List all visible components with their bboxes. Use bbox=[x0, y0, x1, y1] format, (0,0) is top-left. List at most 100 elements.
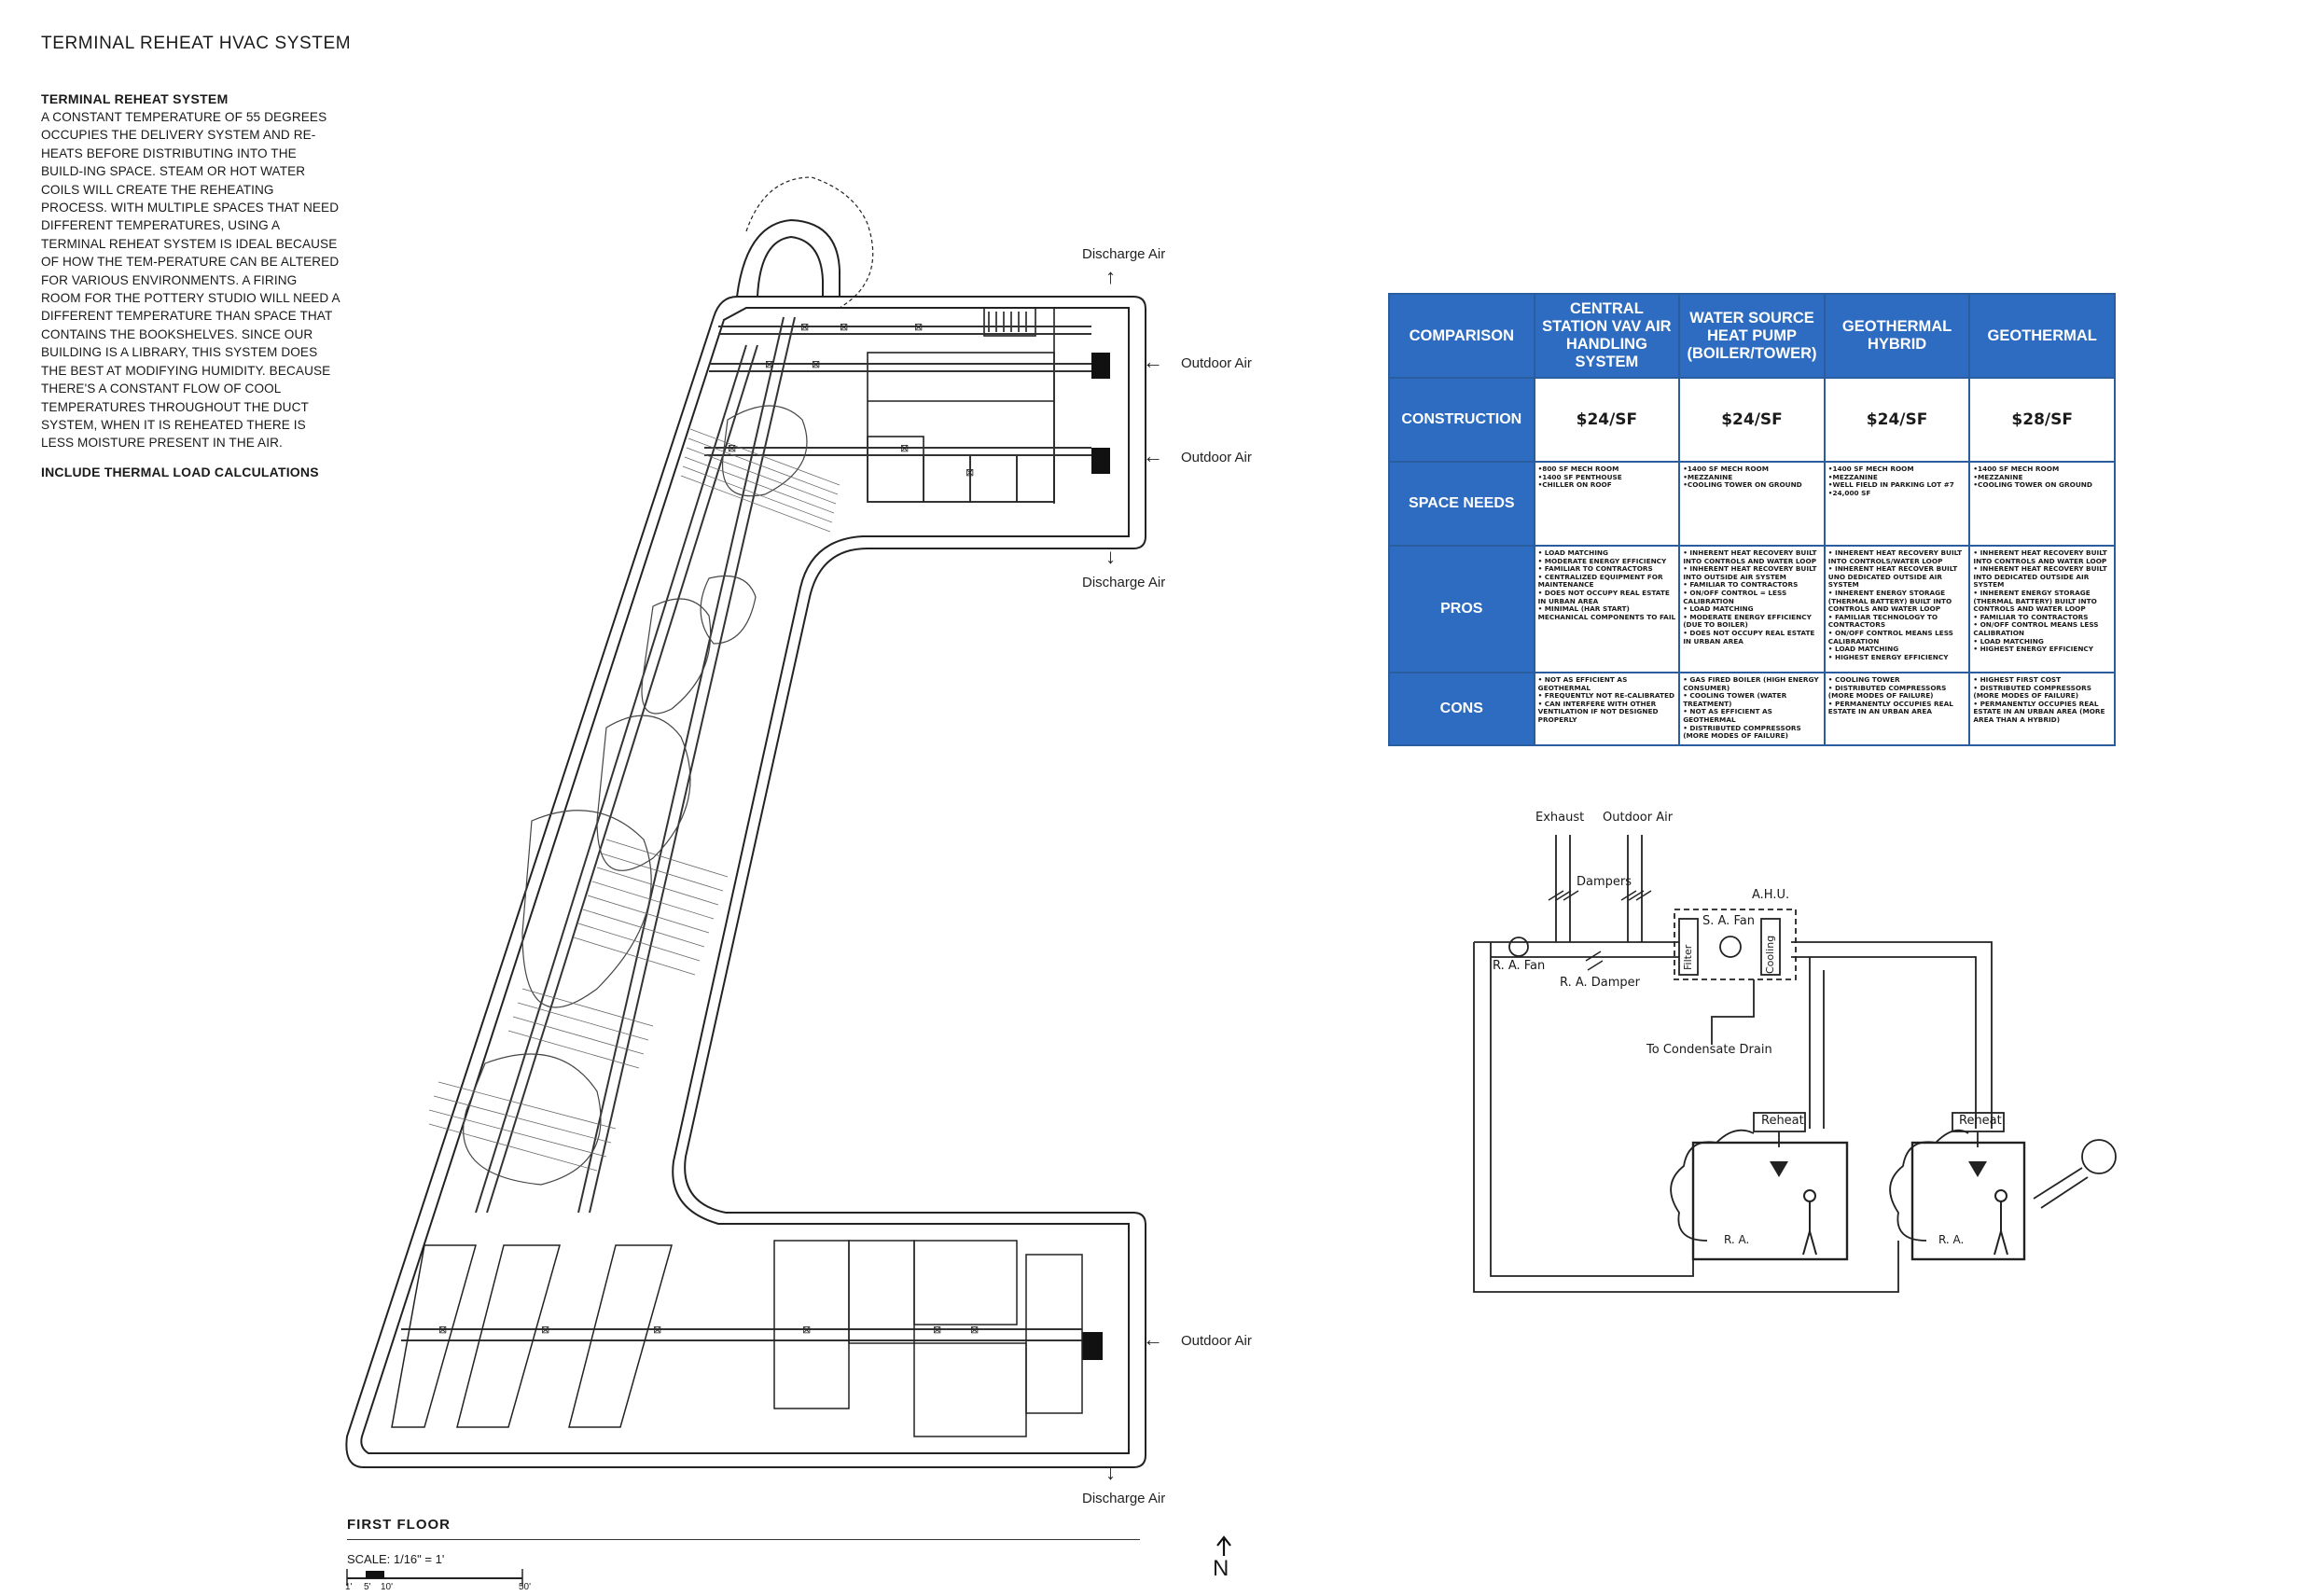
table-row-construction: CONSTRUCTION $24/SF $24/SF $24/SF $28/SF bbox=[1388, 377, 2116, 463]
arrow-up-icon: ↑ bbox=[1105, 265, 1116, 288]
label-discharge-air-mid: Discharge Air bbox=[1082, 575, 1166, 590]
svg-text:⊠: ⊠ bbox=[800, 321, 809, 333]
description-body: A CONSTANT TEMPERATURE OF 55 DEGREES OCC… bbox=[41, 110, 340, 451]
cell-line: • MODERATE ENERGY EFFICIENCY (DUE TO BOI… bbox=[1683, 612, 1812, 630]
diffuser-arrows bbox=[1770, 1161, 1987, 1177]
cell-line: •MEZZANINE bbox=[1827, 472, 1878, 481]
cost-cell: $24/SF bbox=[1823, 377, 1971, 463]
pros-cell: • INHERENT HEAT RECOVERY BUILT INTO CONT… bbox=[1678, 545, 1826, 673]
damper-hatch bbox=[1548, 890, 1652, 971]
col-header-central-station: CENTRAL STATION VAV AIR HANDLING SYSTEM bbox=[1533, 293, 1681, 379]
comparison-table: COMPARISON CENTRAL STATION VAV AIR HANDL… bbox=[1388, 293, 2116, 746]
scale-text: SCALE: 1/16" = 1' bbox=[347, 1552, 445, 1566]
cell-line: • LOAD MATCHING bbox=[1537, 548, 1609, 557]
cell-line: • HIGHEST FIRST COST bbox=[1973, 675, 2062, 684]
table-row-pros: PROS • LOAD MATCHING • MODERATE ENERGY E… bbox=[1388, 545, 2116, 673]
cell-line: • DISTRIBUTED COMPRESSORS (MORE MODES OF… bbox=[1827, 683, 1947, 701]
cell-line: • ON/OFF CONTROL = LESS CALIBRATION bbox=[1683, 588, 1787, 605]
scale-tick-10: 10' bbox=[381, 1582, 394, 1592]
label-exhaust: Exhaust bbox=[1535, 811, 1585, 825]
label-discharge-air-bottom: Discharge Air bbox=[1082, 1491, 1166, 1506]
label-ra-fan: R. A. Fan bbox=[1493, 959, 1546, 973]
space-needs-cell: •1400 SF MECH ROOM •MEZZANINE •COOLING T… bbox=[1968, 461, 2116, 547]
cell-line: • FAMILIAR TO CONTRACTORS bbox=[1537, 564, 1653, 574]
cell-line: • MODERATE ENERGY EFFICIENCY bbox=[1537, 556, 1667, 565]
cell-line: •MEZZANINE bbox=[1973, 472, 2023, 481]
cell-line: •MEZZANINE bbox=[1683, 472, 1733, 481]
cost-cell: $24/SF bbox=[1533, 377, 1681, 463]
cell-line: •WELL FIELD IN PARKING LOT #7 bbox=[1827, 480, 1954, 490]
label-ra-1: R. A. bbox=[1724, 1233, 1750, 1246]
cell-line: • COOLING TOWER bbox=[1827, 675, 1900, 684]
svg-text:⊠: ⊠ bbox=[812, 358, 820, 370]
cell-line: • COOLING TOWER (WATER TREATMENT) bbox=[1683, 691, 1787, 708]
svg-text:⊠: ⊠ bbox=[653, 1324, 661, 1336]
row-header-space-needs: SPACE NEEDS bbox=[1388, 461, 1535, 547]
svg-text:⊠: ⊠ bbox=[966, 466, 974, 479]
cell-line: •1400 SF PENTHOUSE bbox=[1537, 472, 1622, 481]
cell-line: • GAS FIRED BOILER (HIGH ENERGY CONSUMER… bbox=[1683, 675, 1819, 692]
label-discharge-air-top: Discharge Air bbox=[1082, 246, 1166, 262]
label-ra-damper: R. A. Damper bbox=[1560, 976, 1640, 990]
label-reheat-2: Reheat bbox=[1959, 1114, 2002, 1128]
cell-line: • DISTRIBUTED COMPRESSORS (MORE MODES OF… bbox=[1683, 723, 1801, 741]
cell-line: •1400 SF MECH ROOM bbox=[1827, 465, 1914, 473]
svg-text:⊠: ⊠ bbox=[802, 1324, 811, 1336]
row-header-cons: CONS bbox=[1388, 672, 1535, 746]
cell-line: • LOAD MATCHING bbox=[1973, 636, 2044, 645]
cons-cell: • NOT AS EFFICIENT AS GEOTHERMAL • FREQU… bbox=[1533, 672, 1681, 746]
cell-line: • PERMANENTLY OCCUPIES REAL ESTATE IN AN… bbox=[1827, 699, 1953, 716]
pros-cell: • LOAD MATCHING • MODERATE ENERGY EFFICI… bbox=[1533, 545, 1681, 673]
cell-line: • NOT AS EFFICIENT AS GEOTHERMAL bbox=[1537, 675, 1628, 692]
north-label: N bbox=[1213, 1556, 1229, 1581]
cell-line: • ON/OFF CONTROL MEANS LESS CALIBRATION bbox=[1973, 620, 2099, 637]
description-note: INCLUDE THERMAL LOAD CALCULATIONS bbox=[41, 465, 319, 479]
label-reheat-1: Reheat bbox=[1761, 1114, 1804, 1128]
ahu-unit-3 bbox=[1082, 1332, 1103, 1360]
label-dampers: Dampers bbox=[1577, 875, 1632, 889]
svg-text:⊠: ⊠ bbox=[438, 1324, 447, 1336]
svg-text:⊠: ⊠ bbox=[970, 1324, 979, 1336]
col-header-geothermal-hybrid: GEOTHERMAL HYBRID bbox=[1823, 293, 1971, 379]
cost-cell: $28/SF bbox=[1968, 377, 2116, 463]
label-ra-2: R. A. bbox=[1938, 1233, 1965, 1246]
cell-line: • FAMILIAR TECHNOLOGY TO CONTRACTORS bbox=[1827, 612, 1938, 630]
cell-line: • INHERENT HEAT RECOVER BUILT UNO DEDICA… bbox=[1827, 564, 1958, 590]
svg-text:⊠: ⊠ bbox=[765, 358, 773, 370]
cons-cell: • GAS FIRED BOILER (HIGH ENERGY CONSUMER… bbox=[1678, 672, 1826, 746]
svg-text:⊠: ⊠ bbox=[541, 1324, 549, 1336]
label-outdoor-air: Outdoor Air bbox=[1603, 811, 1674, 825]
page-title: TERMINAL REHEAT HVAC SYSTEM bbox=[41, 34, 352, 53]
svg-text:⊠: ⊠ bbox=[914, 321, 923, 333]
cell-line: • NOT AS EFFICIENT AS GEOTHERMAL bbox=[1683, 707, 1772, 724]
pros-cell: • INHERENT HEAT RECOVERY BUILT INTO CONT… bbox=[1823, 545, 1971, 673]
cell-line: • DOES NOT OCCUPY REAL ESTATE IN URBAN A… bbox=[1537, 588, 1670, 605]
col-header-geothermal: GEOTHERMAL bbox=[1968, 293, 2116, 379]
return-duct-inner bbox=[1490, 942, 1694, 1277]
cell-line: • FAMILIAR TO CONTRACTORS bbox=[1973, 612, 2089, 621]
label-filter: Filter bbox=[1682, 944, 1694, 970]
arrow-left-icon: ← bbox=[1143, 350, 1163, 373]
label-cooling: Cooling bbox=[1764, 935, 1776, 974]
person-figures bbox=[1802, 1189, 2008, 1256]
supply-branch bbox=[1809, 957, 1825, 1129]
label-outdoor-air-2: Outdoor Air bbox=[1181, 450, 1252, 465]
arrow-down-icon: ↓ bbox=[1105, 545, 1116, 568]
bookshelf-hatching bbox=[428, 428, 840, 1172]
cell-line: • INHERENT HEAT RECOVERY BUILT INTO OUTS… bbox=[1683, 564, 1817, 581]
table-row-space-needs: SPACE NEEDS •800 SF MECH ROOM •1400 SF P… bbox=[1388, 461, 2116, 547]
supply-duct bbox=[1791, 941, 1993, 1129]
cell-line: • INHERENT ENERGY STORAGE (THERMAL BATTE… bbox=[1827, 588, 1952, 614]
cell-line: • ON/OFF CONTROL MEANS LESS CALIBRATION bbox=[1827, 628, 1953, 645]
table-row-cons: CONS • NOT AS EFFICIENT AS GEOTHERMAL • … bbox=[1388, 672, 2116, 746]
label-condensate-drain: To Condensate Drain bbox=[1646, 1043, 1772, 1057]
scale-tick-50: 50' bbox=[519, 1582, 532, 1592]
cell-line: • HIGHEST ENERGY EFFICIENCY bbox=[1827, 652, 1949, 661]
scale-tick-1: 1' bbox=[345, 1582, 353, 1592]
cell-line: • INHERENT HEAT RECOVERY BUILT INTO CONT… bbox=[1827, 548, 1963, 565]
label-outdoor-air-3: Outdoor Air bbox=[1181, 1333, 1252, 1349]
cell-line: •CHILLER ON ROOF bbox=[1537, 480, 1612, 490]
arrow-left-icon: ← bbox=[1143, 444, 1163, 467]
sun-icon bbox=[2082, 1140, 2116, 1173]
label-sa-fan: S. A. Fan bbox=[1702, 914, 1755, 928]
